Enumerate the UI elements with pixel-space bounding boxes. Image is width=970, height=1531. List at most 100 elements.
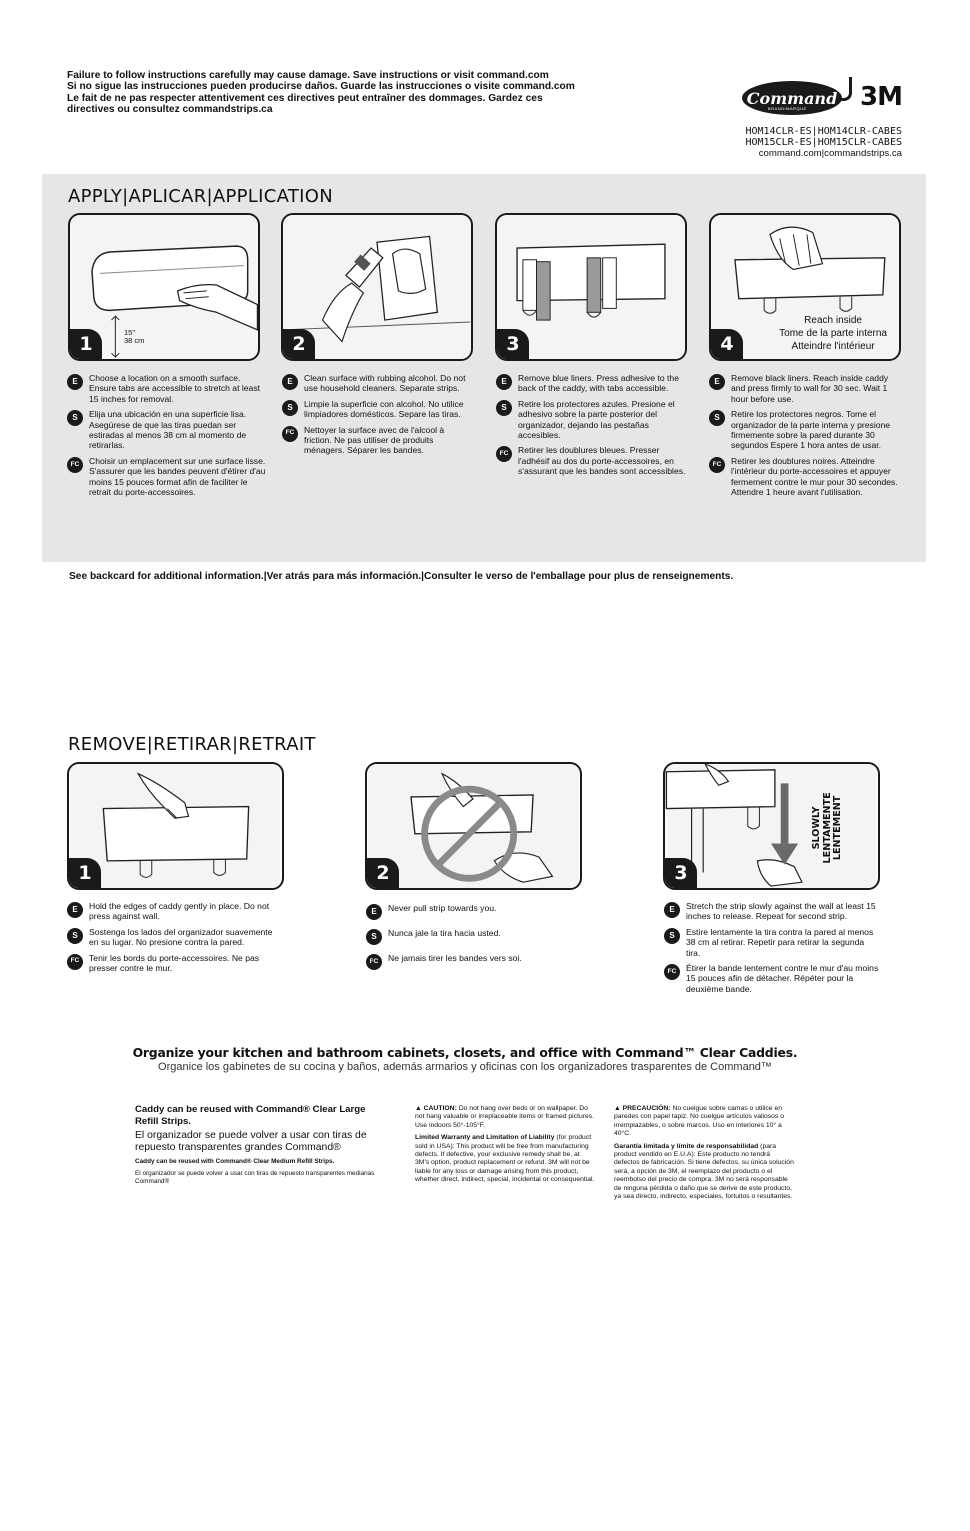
step-number: 1 [69, 858, 101, 888]
step-text-en: Never pull strip towards you. [388, 903, 497, 913]
step-text-en: Clean surface with rubbing alcohol. Do n… [304, 373, 466, 394]
legal-es: ▲ PRECAUCIÓN: No cuelgue sobre camas o u… [614, 1105, 794, 1201]
reach-fr: Atteindre l'intérieur [791, 341, 875, 352]
remove-panel-3: SLOWLY LENTAMENTE LENTEMENT 3 [663, 762, 880, 890]
step-text-fc: Retirer les doublures noires. Atteindre … [731, 455, 898, 498]
step-text-en: Stretch the strip slowly against the wal… [686, 901, 876, 922]
3m-logo: 3M [860, 82, 903, 112]
remove-step-2-text: E Never pull strip towards you. S Nunca ja… [366, 903, 581, 975]
remove-panel-2: 2 [365, 762, 582, 890]
french-badge: FC [67, 953, 83, 970]
warranty-heading-en: Limited Warranty and Limitation of Liabi… [415, 1134, 555, 1142]
caution-heading-en: ▲ CAUTION: [415, 1105, 457, 1112]
spanish-badge: S [496, 399, 512, 416]
warning-fr-1: Le fait de ne pas respecter attentivemen… [67, 92, 543, 104]
warranty-text-es: (para product vendido en E.U.A): Este pr… [614, 1142, 794, 1201]
spanish-badge: S [67, 927, 83, 944]
slowly-en: SLOWLY [811, 806, 823, 850]
step-number: 2 [283, 329, 315, 359]
step-text-es: Elija una ubicación en una superficie li… [89, 409, 247, 451]
step-number: 3 [665, 858, 697, 888]
warning-fr-2: directives ou consultez commandstrips.ca [67, 104, 273, 116]
apply-title: APPLY|APLICAR|APPLICATION [68, 186, 333, 207]
remove-panel-1: 1 [67, 762, 284, 890]
warning-es: Si no sigue las instrucciones pueden pro… [67, 81, 575, 93]
websites: command.com|commandstrips.ca [758, 148, 902, 159]
command-logo-sub: BRAND/MARQUE [768, 106, 807, 111]
step-text-fc: Étirer la bande lentement contre le mur … [686, 963, 879, 994]
step-number: 2 [367, 858, 399, 888]
english-badge: E [67, 902, 83, 918]
step-text-en: Hold the edges of caddy gently in place.… [89, 901, 270, 922]
english-badge: E [366, 904, 382, 920]
organize-line-es: Organice los gabinetes de su cocina y ba… [158, 1061, 772, 1073]
french-badge: FC [709, 456, 725, 473]
slowly-fr: LENTEMENT [832, 795, 844, 861]
do-not-pull-illustration [368, 764, 579, 888]
apply-step-2-text: E Clean surface with rubbing alcohol. Do … [282, 373, 472, 461]
reach-en: Reach inside [804, 315, 862, 326]
prohibited-icon [421, 785, 518, 882]
stretch-slowly-illustration [665, 764, 877, 888]
spanish-badge: S [366, 929, 382, 945]
step-text-es: Limpie la superficie con alcohol. No uti… [304, 398, 464, 420]
french-badge: FC [366, 954, 382, 970]
step-text-fc: Nettoyer la surface avec de l'alcool à f… [304, 424, 445, 456]
measure-inches: 15" [124, 328, 136, 337]
remove-title: REMOVE|RETIRAR|RETRAIT [68, 734, 316, 755]
french-badge: FC [496, 446, 512, 463]
step-number: 3 [497, 329, 529, 359]
step-text-es: Retire los protectores negros. Tome el o… [731, 409, 891, 451]
apply-panel-3: 3 [495, 213, 687, 361]
press-adhesive-illustration [497, 215, 685, 359]
caution-text-en: Do not hang over beds or on wallpaper. D… [415, 1105, 595, 1129]
french-badge: FC [664, 964, 680, 981]
backcard-note: See backcard for additional information.… [69, 571, 734, 582]
apply-panel-2: 2 [281, 213, 473, 361]
reuse-large-en: Caddy can be reused with Command® Clear … [135, 1104, 366, 1127]
step-text-es: Estire lentamente la tira contra la pare… [686, 926, 874, 958]
english-badge: E [709, 374, 725, 390]
step-text-fc: Retirer les doublures bleues. Presser l'… [518, 445, 686, 477]
french-badge: FC [67, 456, 83, 473]
apply-panel-1: 15" 38 cm 1 [68, 213, 260, 361]
spanish-badge: S [664, 927, 680, 944]
warranty-text-en: (for product sold in USA): This product … [415, 1134, 595, 1184]
sku-line-2: HOM15CLR-ES|HOM15CLR-CABES [745, 137, 902, 148]
measure-cm: 38 cm [124, 336, 145, 345]
slowly-label: SLOWLY LENTAMENTE LENTEMENT [803, 772, 855, 882]
brand-area: Command BRAND/MARQUE 3M HOM14CLR-ES|HOM1… [702, 72, 903, 159]
header-warnings: Failure to follow instructions carefully… [67, 70, 707, 116]
sku-line-1: HOM14CLR-ES|HOM14CLR-CABES [745, 126, 902, 137]
remove-step-1-text: E Hold the edges of caddy gently in place… [67, 901, 282, 978]
reuse-large-es: El organizador se puede volver a usar co… [135, 1130, 367, 1153]
step-number: 1 [70, 329, 102, 359]
step-text-fc: Tenir les bords du porte-accessoires. Ne… [89, 952, 260, 974]
spanish-badge: S [67, 410, 83, 427]
caution-text-es: No cuelgue sobre camas o utilice en pare… [614, 1105, 785, 1138]
command-logo-text: Command [746, 88, 838, 108]
english-badge: E [67, 374, 83, 390]
step-text-en: Choose a location on a smooth surface. E… [89, 373, 261, 404]
step-text-fc: Ne jamais tirer les bandes vers soi. [388, 953, 522, 963]
hook-icon [838, 77, 853, 101]
reach-es: Tome de la parte interna [779, 328, 887, 339]
english-badge: E [496, 374, 512, 390]
legal-en: ▲ CAUTION: Do not hang over beds or on w… [415, 1105, 595, 1185]
step-text-es: Nunca jale la tira hacia usted. [388, 928, 501, 938]
apply-panel-4: Reach inside Tome de la parte interna At… [709, 213, 901, 361]
apply-step-1-text: E Choose a location on a smooth surface. … [67, 373, 267, 502]
step-text-es: Sostenga los lados del organizador suave… [89, 926, 273, 948]
organize-line-en: Organize your kitchen and bathroom cabin… [132, 1045, 798, 1060]
warranty-heading-es: Garantía limitada y límite de responsabi… [614, 1142, 759, 1150]
reuse-medium-es: El organizador se puede volver a usar co… [135, 1170, 375, 1185]
spanish-badge: S [282, 399, 298, 416]
reach-inside-illustration [711, 215, 899, 359]
english-badge: E [282, 374, 298, 390]
reuse-medium-en: Caddy can be reused with Command® Clear … [135, 1158, 335, 1165]
reach-inside-caption: Reach inside Tome de la parte interna At… [779, 314, 887, 353]
caddy-placement-illustration [70, 215, 258, 359]
command-logo: Command BRAND/MARQUE [742, 77, 853, 117]
spanish-badge: S [709, 410, 725, 427]
